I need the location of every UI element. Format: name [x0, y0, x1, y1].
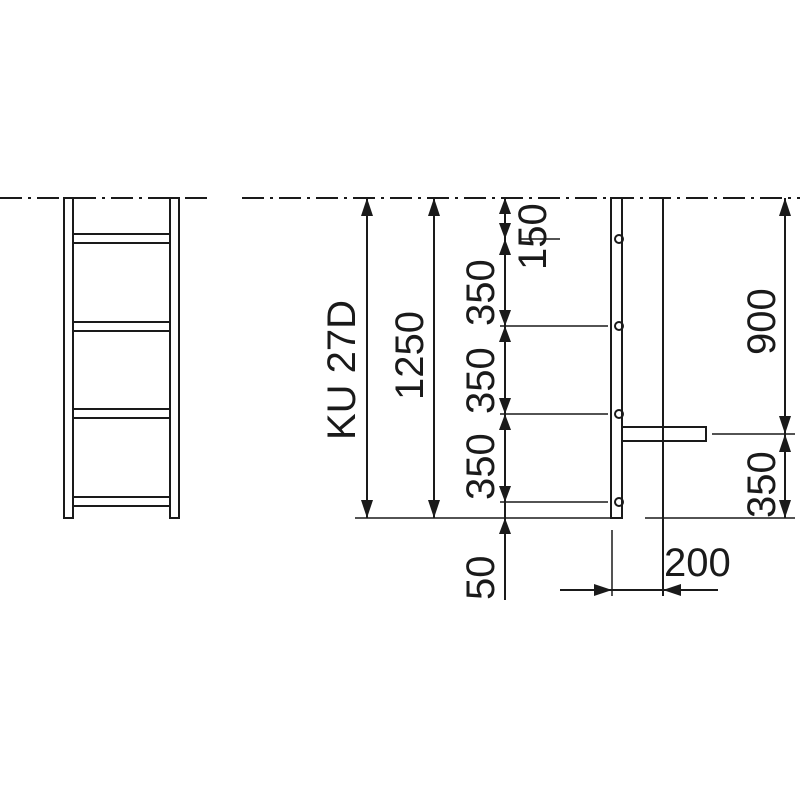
- dim-200: [560, 584, 718, 596]
- dim-1250: [428, 198, 440, 518]
- dim-chain-rungs: [499, 198, 511, 600]
- dim-text-350-top: 350: [459, 259, 503, 326]
- model-label: KU 27D: [320, 300, 364, 440]
- ladder-front-view: [63, 197, 180, 519]
- dim-text-150: 150: [511, 203, 555, 270]
- ladder-side-view: [610, 197, 707, 596]
- ladder-side-stile: [610, 197, 623, 519]
- dim-text-1250: 1250: [388, 311, 432, 400]
- dim-text-350-bottom: 350: [459, 433, 503, 500]
- dim-right-chain: [779, 198, 791, 518]
- ladder-rung-1: [72, 233, 171, 244]
- dim-ku27d: [361, 198, 373, 518]
- extension-lines: [355, 238, 795, 596]
- ladder-left-stile: [63, 197, 74, 519]
- dim-text-900: 900: [740, 288, 784, 355]
- dim-text-200: 200: [664, 541, 731, 585]
- ladder-rung-3: [72, 408, 171, 419]
- ladder-rung-4: [72, 496, 171, 507]
- dim-text-50: 50: [459, 556, 503, 601]
- ladder-right-stile: [169, 197, 180, 519]
- dim-text-350-middle: 350: [459, 347, 503, 414]
- dim-text-350-right: 350: [740, 451, 784, 518]
- ladder-rung-2: [72, 321, 171, 332]
